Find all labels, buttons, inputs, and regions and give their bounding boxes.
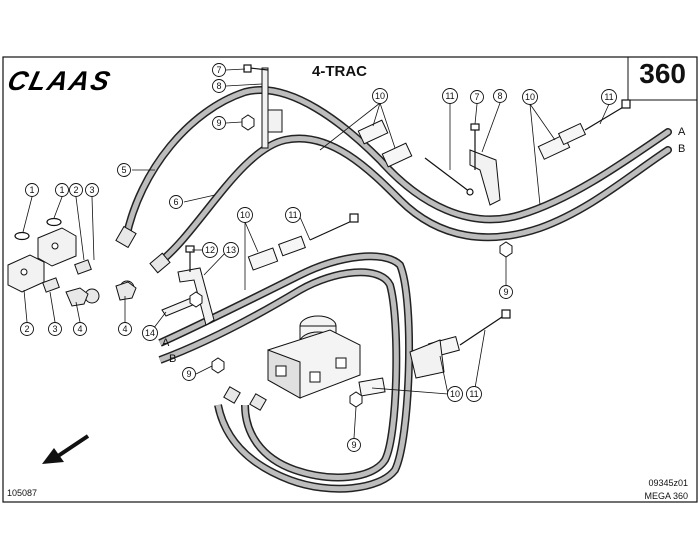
callout-label: 11 [604, 92, 613, 102]
callout-label: 10 [525, 92, 535, 102]
callout-label: 4 [77, 324, 82, 334]
coupling-block-2 [7, 254, 45, 293]
callout-10: 10 [522, 89, 538, 105]
callout-11: 11 [466, 386, 482, 402]
coupling-block-1 [37, 227, 77, 267]
callout-label: 10 [375, 91, 385, 101]
page-frame [2, 56, 698, 503]
callout-label: 9 [503, 287, 508, 297]
callout-label: 5 [121, 165, 126, 175]
callout-6: 6 [169, 195, 183, 209]
adapter-3 [42, 259, 92, 293]
callout-label: 14 [145, 328, 155, 338]
callout-label: 10 [450, 389, 460, 399]
callout-14: 14 [142, 325, 158, 341]
callout-label: 11 [469, 389, 478, 399]
callout-label: 6 [173, 197, 178, 207]
callout-label: 11 [445, 91, 454, 101]
callout-1: 1 [55, 183, 69, 197]
callout-11: 11 [285, 207, 301, 223]
callout-10: 10 [447, 386, 463, 402]
page-number: 360 [639, 58, 686, 89]
callout-label: 4 [122, 324, 127, 334]
callout-10: 10 [237, 207, 253, 223]
callout-label: 11 [288, 210, 297, 220]
callout-5: 5 [117, 163, 131, 177]
direction-arrow [42, 434, 90, 464]
bracket-lower-right [409, 339, 445, 379]
callout-1: 1 [25, 183, 39, 197]
hose-pair-lower-left [158, 252, 414, 493]
callout-8: 8 [212, 79, 226, 93]
bracket-13 [177, 267, 215, 326]
clamps-10 [247, 119, 587, 397]
elbow-4 [65, 281, 137, 307]
diagram-title: 4-TRAC [312, 63, 367, 80]
hose-fittings [84, 225, 267, 411]
callout-3: 3 [48, 322, 62, 336]
callout-label: 1 [59, 185, 64, 195]
callout-label: 9 [351, 440, 356, 450]
callout-7: 7 [212, 63, 226, 77]
callout-label: 9 [216, 118, 221, 128]
callout-4: 4 [118, 322, 132, 336]
callout-label: 3 [89, 185, 94, 195]
callout-7: 7 [470, 90, 484, 104]
hose-label-a-left: A [162, 337, 170, 349]
callout-13: 13 [223, 242, 239, 258]
callout-3: 3 [85, 183, 99, 197]
leader-lines [22, 68, 610, 439]
callout-label: 13 [226, 245, 236, 255]
callout-label: 7 [474, 92, 479, 102]
callout-4: 4 [73, 322, 87, 336]
callout-12: 12 [202, 242, 218, 258]
callout-label: 3 [52, 324, 57, 334]
callout-label: 1 [29, 185, 34, 195]
hose-label-a-right: A [678, 126, 686, 138]
callout-label: 7 [216, 65, 221, 75]
footer-left-code: 105087 [7, 488, 38, 498]
callout-8: 8 [493, 89, 507, 103]
footer-drawing-code: 09345z01 [648, 478, 688, 488]
callout-9: 9 [347, 438, 361, 452]
callout-label: 2 [24, 324, 29, 334]
bracket-8-top [261, 67, 283, 149]
callout-2: 2 [20, 322, 34, 336]
o-rings [14, 217, 62, 241]
hose-5 [122, 86, 672, 242]
control-valve [267, 315, 361, 399]
hose-6 [156, 134, 672, 266]
claas-logo-text: CLAAS [5, 65, 116, 96]
bracket-8-right [469, 149, 501, 206]
callout-11: 11 [601, 89, 617, 105]
callout-label: 8 [497, 91, 502, 101]
nuts-9 [189, 114, 513, 408]
callout-label: 12 [205, 245, 215, 255]
callout-2: 2 [69, 183, 83, 197]
callout-10: 10 [372, 88, 388, 104]
callout-11: 11 [442, 88, 458, 104]
bolts [185, 64, 631, 346]
hose-label-b-left: B [169, 353, 176, 365]
callout-9: 9 [499, 285, 513, 299]
callout-label: 8 [216, 81, 221, 91]
footer-model: MEGA 360 [644, 491, 688, 501]
callout-9: 9 [212, 116, 226, 130]
callout-9: 9 [182, 367, 196, 381]
callout-label: 2 [73, 185, 78, 195]
claas-logo: CLAAS [5, 65, 116, 96]
callout-label: 9 [186, 369, 191, 379]
callout-label: 10 [240, 210, 250, 220]
hose-label-b-right: B [678, 143, 685, 155]
